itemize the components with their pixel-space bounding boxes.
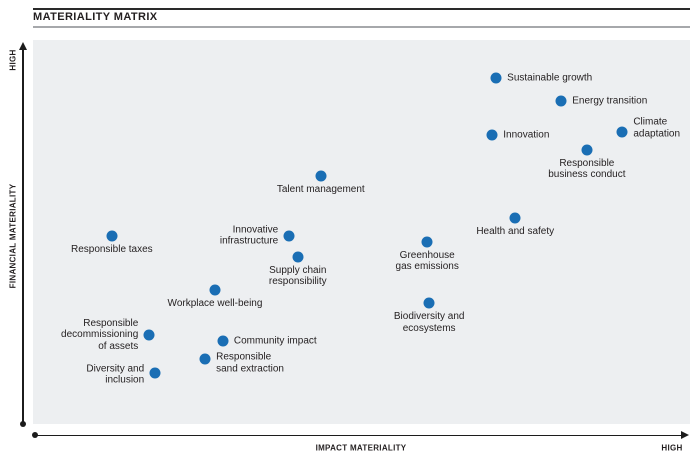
data-point-responsible-sand-extraction: [199, 353, 211, 365]
point-label-line: decommissioning: [61, 329, 139, 341]
data-point-innovation: [486, 129, 498, 141]
point-label-line: sand extraction: [216, 363, 284, 375]
data-point-talent-management: [315, 170, 327, 182]
point-label-workplace-well-being: Workplace well-being: [168, 298, 263, 310]
title-rule-top: [33, 8, 690, 10]
point-label-line: business conduct: [548, 169, 626, 181]
data-point-responsible-business-conduct: [581, 144, 593, 156]
point-label-energy-transition: Energy transition: [572, 95, 647, 107]
point-label-sustainable-growth: Sustainable growth: [507, 72, 592, 84]
point-label-innovation: Innovation: [503, 129, 549, 141]
data-point-responsible-taxes: [106, 230, 118, 242]
data-point-biodiversity-and-ecosystems: [423, 297, 435, 309]
plot-area: [33, 40, 690, 424]
point-label-line: responsibility: [268, 276, 327, 288]
point-label-responsible-taxes: Responsible taxes: [71, 244, 153, 256]
y-axis-origin-dot: [20, 421, 26, 427]
data-point-health-and-safety: [509, 212, 521, 224]
y-axis-arrow-icon: [18, 42, 27, 50]
point-label-line: infrastructure: [219, 235, 279, 247]
point-label-talent-management: Talent management: [277, 184, 365, 196]
x-axis-arrow-icon: [681, 431, 689, 439]
point-label-line: inclusion: [105, 374, 145, 386]
data-point-supply-chain-responsibility: [292, 251, 304, 263]
data-point-greenhouse-gas-emissions: [421, 236, 433, 248]
title-rule-bottom: [33, 26, 690, 28]
point-label-line: Responsible: [216, 351, 272, 363]
y-axis-title: FINANCIAL MATERIALITY: [8, 183, 18, 289]
point-label-line: Innovation: [503, 129, 550, 141]
x-axis-line: [35, 434, 683, 436]
page-title: MATERIALITY MATRIX: [33, 11, 158, 23]
point-label-line: Workplace well-being: [167, 297, 263, 309]
point-label-line: Energy transition: [572, 95, 648, 107]
point-label-line: adaptation: [633, 128, 681, 140]
x-axis-high-label: HIGH: [661, 443, 683, 453]
y-axis-high-label: HIGH: [8, 49, 18, 71]
y-axis-line: [22, 48, 24, 423]
point-label-line: Supply chain: [269, 264, 327, 276]
point-label-line: gas emissions: [395, 261, 459, 273]
point-label-community-impact: Community impact: [234, 335, 317, 347]
point-label-line: of assets: [98, 340, 139, 352]
data-point-climate-adaptation: [616, 126, 628, 138]
data-point-energy-transition: [555, 95, 567, 107]
point-label-line: Climate: [633, 116, 668, 128]
point-label-line: Responsible: [83, 317, 139, 329]
point-label-line: Responsible taxes: [70, 243, 153, 255]
point-label-line: Health and safety: [476, 226, 555, 238]
point-label-line: Community impact: [233, 335, 317, 347]
point-label-line: Biodiversity and: [393, 311, 465, 323]
data-point-diversity-and-inclusion: [149, 367, 161, 379]
x-axis-title: IMPACT MATERIALITY: [315, 443, 407, 453]
point-label-line: ecosystems: [402, 322, 456, 334]
point-label-line: Sustainable growth: [507, 72, 593, 84]
point-label-line: Responsible: [559, 157, 615, 169]
x-axis-origin-dot: [32, 432, 38, 438]
data-point-responsible-decommissioning-of-assets: [143, 329, 155, 341]
point-label-line: Talent management: [276, 183, 365, 195]
data-point-community-impact: [217, 335, 229, 347]
data-point-sustainable-growth: [490, 72, 502, 84]
point-label-health-and-safety: Health and safety: [476, 226, 554, 238]
point-label-line: Innovative: [232, 224, 279, 236]
point-label-line: Diversity and: [86, 363, 145, 375]
data-point-workplace-well-being: [209, 284, 221, 296]
data-point-innovative-infrastructure: [283, 230, 295, 242]
point-label-line: Greenhouse: [399, 249, 455, 261]
